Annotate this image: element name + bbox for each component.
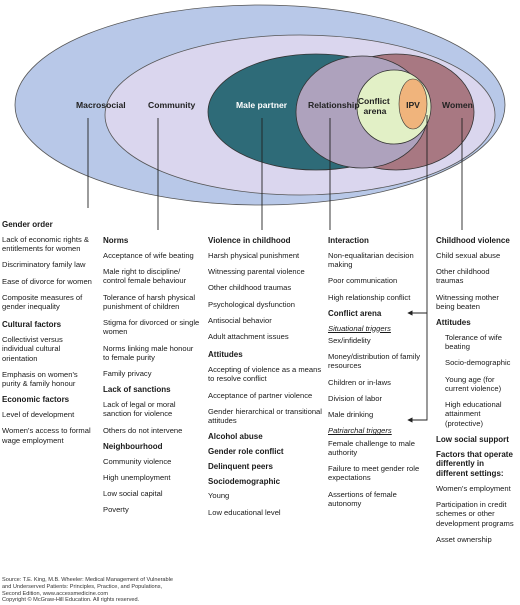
community-label: Community	[148, 100, 195, 110]
list-item: Stigma for divorced or single women	[103, 318, 200, 337]
list-item: Women's access to formal wage employment	[2, 426, 91, 445]
relationship-label: Relationship	[308, 100, 360, 110]
list-item: Poor communication	[328, 276, 398, 286]
male-partner-label: Male partner	[236, 100, 288, 110]
trigger-arrow-line	[407, 115, 428, 423]
list-item: Failure to meet gender role expectations	[328, 464, 420, 483]
list-item: Discriminatory family law	[2, 260, 86, 270]
sociodemographic-heading: Sociodemographic	[208, 476, 281, 486]
list-item: Division of labor	[328, 393, 383, 403]
list-item: Norms linking male honour to female puri…	[103, 343, 194, 362]
conflict-arena-heading: Conflict arena	[328, 308, 382, 318]
list-item: Ease of divorce for women	[2, 276, 92, 286]
list-item: Lack of legal or moral sanction for viol…	[103, 400, 176, 419]
list-item: Acceptance of wife beating	[103, 250, 194, 260]
list-item: Community violence	[103, 456, 172, 466]
situational-triggers-label: Situational triggers	[328, 323, 391, 333]
list-item: Money/distribution of family resources	[328, 352, 421, 371]
cultural-factors-heading: Cultural factors	[2, 320, 62, 330]
list-item: Asset ownership	[436, 534, 492, 544]
list-item: Male right to discipline/ control female…	[103, 267, 187, 286]
source-line: Second Edition, www.accessmedicine.com	[2, 590, 109, 597]
delinquent-peers-heading: Delinquent peers	[208, 461, 273, 471]
list-item: Other childhood traumas	[436, 267, 490, 286]
low-social-support-heading: Low social support	[436, 434, 509, 444]
violence-in-childhood-heading: Violence in childhood	[208, 236, 291, 245]
macrosocial-label: Macrosocial	[76, 100, 126, 110]
alcohol-abuse-heading: Alcohol abuse	[208, 432, 263, 442]
gender-role-conflict-heading: Gender role conflict	[208, 447, 284, 456]
list-item: Poverty	[103, 505, 129, 515]
list-item: Adult attachment issues	[208, 332, 289, 341]
copyright-line: Copyright © McGraw-Hill Education. All r…	[2, 597, 140, 604]
source-line: Source: T.E. King, M.B. Wheeler: Medical…	[2, 577, 174, 583]
list-item: Young age (for current violence)	[445, 374, 502, 393]
source-line: and Underserved Patients: Principles, Pr…	[2, 583, 163, 590]
list-item: Male drinking	[328, 410, 374, 419]
list-item: Others do not intervene	[103, 425, 183, 435]
list-item: Gender hierarchical or transitional atti…	[208, 406, 322, 425]
women-column: Childhood violence Child sexual abuse Ot…	[436, 236, 518, 551]
list-item: Assertions of female autonomy	[328, 489, 397, 508]
list-item: Socio-demographic	[445, 358, 511, 368]
different-settings-heading: Factors that operate differently in diff…	[436, 449, 513, 479]
norms-heading: Norms	[103, 236, 129, 245]
women-label: Women	[442, 100, 473, 110]
attitudes-heading: Attitudes	[208, 350, 243, 360]
list-item: Tolerance of harsh physical punishment o…	[103, 292, 196, 311]
list-item: Witnessing mother being beaten	[436, 292, 499, 311]
list-item: High relationship conflict	[328, 292, 411, 302]
list-item: Female challenge to male authority	[328, 438, 415, 457]
list-item: High unemployment	[103, 472, 171, 482]
list-item: Participation in credit schemes or other…	[436, 500, 514, 528]
patriarchal-triggers-label: Patriarchal triggers	[328, 426, 392, 436]
neighbourhood-heading: Neighbourhood	[103, 441, 163, 451]
list-item: Children or in-laws	[328, 377, 391, 387]
list-item: Lack of economic rights & entitlements f…	[2, 234, 89, 253]
list-item: Witnessing parental violence	[208, 267, 305, 276]
ipv-label: IPV	[406, 100, 420, 110]
macrosocial-column: Gender order Lack of economic rights & e…	[2, 220, 94, 452]
list-item: Acceptance of partner violence	[208, 390, 313, 400]
list-item: Young	[208, 491, 230, 501]
list-item: Composite measures of gender inequality	[2, 292, 83, 311]
women-attitudes-heading: Attitudes	[436, 318, 471, 327]
list-item: Low social capital	[103, 489, 163, 498]
conflict-arena-label: Conflict arena	[358, 96, 392, 116]
list-item: Sex/infidelity	[328, 335, 371, 345]
community-column: Norms Acceptance of wife beating Male ri…	[103, 236, 201, 522]
list-item: Other childhood traumas	[208, 283, 292, 293]
list-item: Child sexual abuse	[436, 250, 501, 260]
ipv-ring	[398, 78, 428, 130]
list-item: Family privacy	[103, 369, 152, 378]
list-item: Collectivist versus individual cultural …	[2, 335, 63, 363]
list-item: Women's employment	[436, 483, 511, 493]
list-item: Emphasis on women's purity & family hono…	[2, 369, 78, 388]
male-partner-column: Violence in childhood Harsh physical pun…	[208, 236, 322, 524]
list-item: Level of development	[2, 410, 75, 419]
lack-of-sanctions-heading: Lack of sanctions	[103, 385, 171, 395]
economic-factors-heading: Economic factors	[2, 395, 70, 405]
gender-order-heading: Gender order	[2, 220, 53, 229]
interaction-heading: Interaction	[328, 236, 369, 245]
list-item: Low educational level	[208, 507, 281, 517]
list-item: Psychological dysfunction	[208, 299, 295, 309]
list-item: Tolerance of wife beating	[445, 332, 502, 351]
source-citation: Source: T.E. King, M.B. Wheeler: Medical…	[2, 577, 302, 604]
childhood-violence-heading: Childhood violence	[436, 236, 510, 245]
relationship-column: Interaction Non-equalitarian decision ma…	[328, 236, 426, 515]
conflict-arena-label-text: Conflict	[358, 96, 390, 106]
list-item: Antisocial behavior	[208, 315, 272, 325]
list-item: Accepting of violence as a means to reso…	[208, 365, 322, 384]
list-item: Non-equalitarian decision making	[328, 250, 414, 269]
conflict-arena-label-line2: arena	[364, 106, 387, 116]
list-item: Harsh physical punishment	[208, 250, 300, 260]
list-item: High educational attainment (protective)	[445, 400, 502, 428]
